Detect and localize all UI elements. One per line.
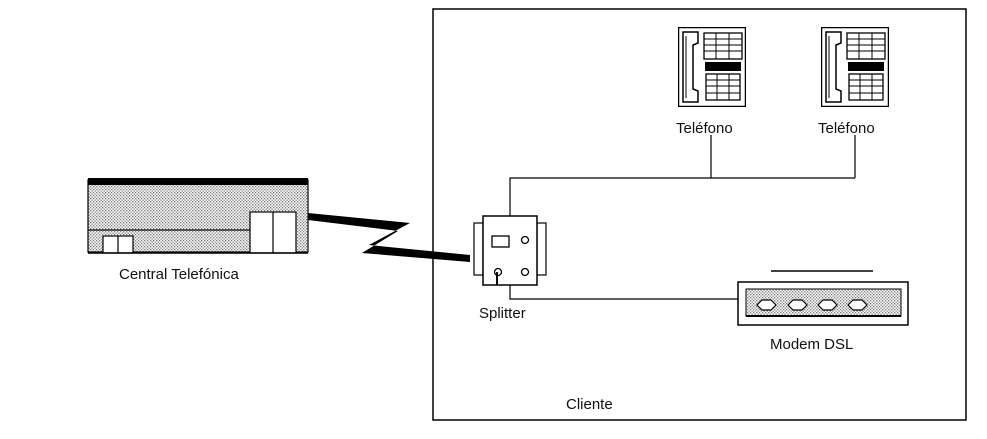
phone-wiring: [509, 135, 856, 218]
modem-wiring: [509, 283, 738, 300]
client-label: Cliente: [566, 396, 613, 413]
lightning-link-icon: [308, 213, 470, 262]
client-boundary: [432, 8, 967, 421]
splitter-label: Splitter: [479, 305, 526, 322]
modem-label: Modem DSL: [770, 336, 854, 353]
central-office-label: Central Telefónica: [119, 266, 239, 283]
dsl-modem-device: [737, 270, 909, 326]
splitter-device: [473, 215, 547, 286]
telephone-label: Teléfono: [818, 120, 875, 137]
telephone-icon: [678, 27, 746, 107]
telephone-label: Teléfono: [676, 120, 733, 137]
central-office-building: [87, 178, 309, 254]
telephone-icon: [821, 27, 889, 107]
